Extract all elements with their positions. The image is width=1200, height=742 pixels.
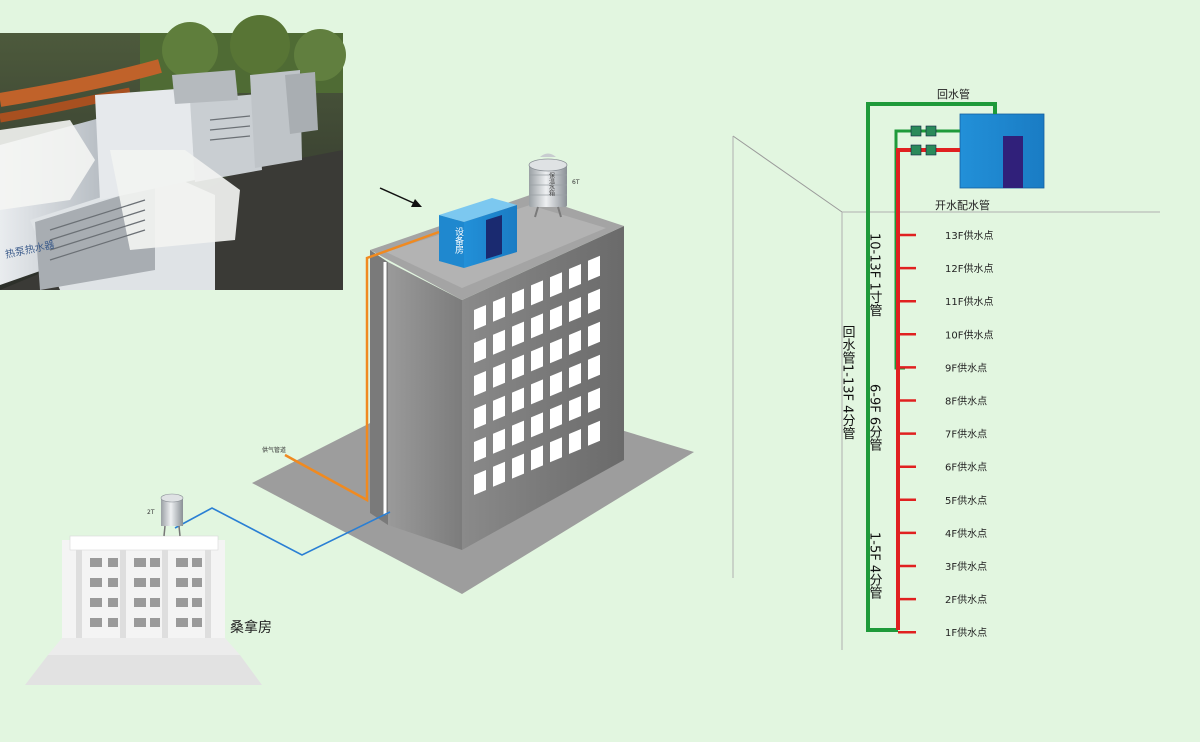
rooftop-units-photo: 热泵热水器 xyxy=(0,15,346,290)
floor-labels: 13F供水点 12F供水点 11F供水点 10F供水点 9F供水点 8F供水点 7F供水点 6… xyxy=(945,229,993,639)
building-window xyxy=(569,330,581,355)
building-window xyxy=(512,288,524,314)
pipe-valves xyxy=(910,125,937,156)
building-window xyxy=(512,387,524,413)
water-pipe-to-sauna xyxy=(174,507,391,556)
equipment-room-label: 设备房 xyxy=(453,227,464,255)
segment-label-10-13f: 10-13F 1寸管 xyxy=(867,233,883,318)
supply-pipe xyxy=(896,148,960,630)
sauna-house: 2T 桑拿房 xyxy=(25,493,272,685)
floor-supply-point-label: 4F供水点 xyxy=(945,527,987,540)
floor-supply-point-label: 13F供水点 xyxy=(945,229,993,242)
equipment-room-pointer-arrow xyxy=(379,187,422,207)
building-window xyxy=(588,387,600,413)
return-pipe xyxy=(866,102,997,632)
return-pipe-vertical-label: 回水管1-13F 4分管 xyxy=(840,325,856,441)
building-window xyxy=(493,461,505,487)
building-window xyxy=(512,420,524,446)
building-window xyxy=(512,453,524,479)
building-window xyxy=(569,363,581,388)
building-window xyxy=(588,354,600,380)
building-window xyxy=(569,297,581,322)
building-window xyxy=(531,346,543,372)
building-window xyxy=(512,354,524,380)
building-window xyxy=(588,321,600,347)
segment-label-1-5f: 1-5F 4分管 xyxy=(867,532,883,601)
building-window xyxy=(474,437,486,462)
building-window xyxy=(493,362,505,388)
building-window xyxy=(512,321,524,347)
building-window xyxy=(493,395,505,421)
floor-supply-point-label: 9F供水点 xyxy=(945,361,987,374)
building-window xyxy=(588,288,600,314)
building-window xyxy=(550,305,562,331)
building-window xyxy=(550,338,562,364)
riser-water-tank xyxy=(959,113,1045,189)
sauna-water-tank: 2T xyxy=(147,493,184,537)
return-pipe-top-label: 回水管 xyxy=(937,87,970,101)
sauna-label: 桑拿房 xyxy=(230,619,272,636)
apartment-building xyxy=(252,195,694,594)
floor-supply-point-label: 11F供水点 xyxy=(945,295,993,308)
equipment-room-door xyxy=(486,215,502,259)
roof-water-tank: 保温水箱 6T xyxy=(528,153,580,218)
building-window xyxy=(569,264,581,289)
building-window xyxy=(550,437,562,463)
building-window xyxy=(531,445,543,471)
floor-supply-point-label: 5F供水点 xyxy=(945,494,987,507)
sauna-windows xyxy=(90,558,202,627)
building-window xyxy=(493,296,505,322)
floor-supply-point-label: 2F供水点 xyxy=(945,593,987,606)
sauna-tank-capacity: 2T xyxy=(147,509,155,516)
tank-label: 保温水箱 xyxy=(548,171,555,197)
building-window xyxy=(493,428,505,454)
floor-supply-point-label: 6F供水点 xyxy=(945,461,987,474)
building-window xyxy=(493,329,505,355)
building-window xyxy=(474,305,486,330)
supply-pipe-label: 开水配水管 xyxy=(935,198,990,212)
building-window xyxy=(569,429,581,454)
gas-pipe-label: 供气管道 xyxy=(262,446,286,454)
floor-supply-point-label: 12F供水点 xyxy=(945,262,993,275)
riser-schematic: 13F供水点 12F供水点 11F供水点 10F供水点 9F供水点 8F供水点 7F供水点 6… xyxy=(732,87,1160,650)
building-window xyxy=(474,338,486,363)
building-window xyxy=(474,404,486,429)
riser-tank-door xyxy=(1003,136,1023,188)
floor-supply-point-label: 1F供水点 xyxy=(945,626,987,639)
building-window xyxy=(531,280,543,306)
equipment-room: 设备房 xyxy=(439,198,517,268)
building-pipes: 供气管道 xyxy=(174,230,440,556)
building-window xyxy=(474,371,486,396)
building-front-face xyxy=(388,262,462,550)
building-window xyxy=(531,379,543,405)
floor-supply-point-label: 8F供水点 xyxy=(945,395,987,408)
building-window xyxy=(550,272,562,298)
floor-supply-point-label: 10F供水点 xyxy=(945,328,993,341)
floor-branches xyxy=(898,233,916,634)
building-window xyxy=(550,404,562,430)
building-window xyxy=(531,313,543,339)
building-window xyxy=(569,396,581,421)
building-windows xyxy=(474,255,600,495)
floor-supply-point-label: 7F供水点 xyxy=(945,428,987,441)
building-window xyxy=(588,420,600,446)
building-window xyxy=(550,371,562,397)
building-window xyxy=(474,470,486,495)
gas-pipe xyxy=(284,230,440,503)
building-window xyxy=(588,255,600,281)
building-window xyxy=(531,412,543,438)
segment-label-6-9f: 6-9F 6分管 xyxy=(867,384,883,453)
floor-supply-point-label: 3F供水点 xyxy=(945,560,987,573)
tank-capacity: 6T xyxy=(572,179,580,186)
